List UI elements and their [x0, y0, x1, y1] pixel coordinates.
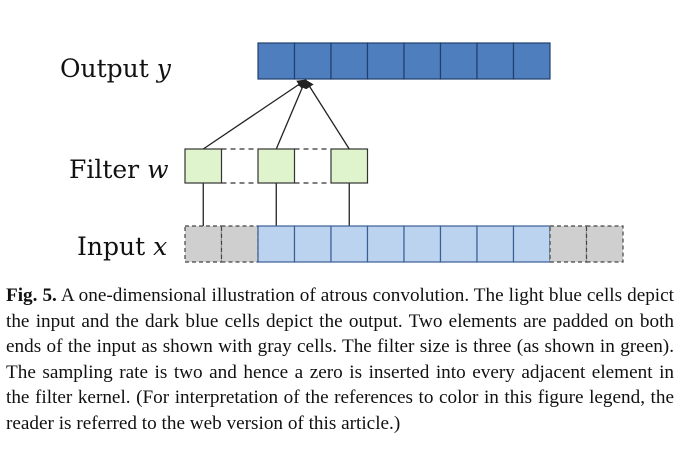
output-row — [257, 42, 551, 80]
filter-to-output-arrow — [202, 79, 307, 150]
input-pad-cell — [549, 225, 588, 263]
filter-tap-cell — [257, 148, 296, 184]
input-pad-cell — [184, 225, 223, 263]
caption-label: Fig. 5. — [6, 285, 57, 306]
output-cell — [476, 42, 515, 80]
filter-to-output-arrow — [304, 79, 350, 150]
output-cell — [512, 42, 551, 80]
input-label-word: Input — [77, 232, 145, 261]
filter-tap-cell — [330, 148, 369, 184]
output-cell — [366, 42, 405, 80]
input-cell — [293, 225, 332, 263]
output-cell — [439, 42, 478, 80]
output-label: Output y — [60, 54, 172, 83]
output-label-var: y — [156, 54, 172, 83]
output-cell — [257, 42, 296, 80]
filter-to-output-arrow — [275, 79, 307, 150]
input-cell — [403, 225, 442, 263]
input-pad-cell — [585, 225, 624, 263]
output-cell — [293, 42, 332, 80]
input-cell — [366, 225, 405, 263]
filter-label-word: Filter — [69, 155, 139, 184]
atrous-convolution-figure: Output y Filter w Input x — [60, 42, 624, 263]
filter-label: Filter w — [69, 155, 169, 184]
figure-caption: Fig. 5. A one-dimensional illustration o… — [6, 283, 674, 437]
filter-label-var: w — [147, 155, 168, 184]
input-cell — [512, 225, 551, 263]
output-cell — [403, 42, 442, 80]
connection-lines — [202, 79, 350, 226]
output-cell — [330, 42, 369, 80]
input-cell — [476, 225, 515, 263]
caption-text: A one-dimensional illustration of atrous… — [6, 285, 674, 434]
input-label-var: x — [153, 232, 167, 261]
filter-tap-cell — [184, 148, 223, 184]
input-label: Input x — [77, 232, 167, 261]
input-pad-cell — [220, 225, 259, 263]
input-row — [184, 225, 624, 263]
input-cell — [330, 225, 369, 263]
input-cell — [439, 225, 478, 263]
input-cell — [257, 225, 296, 263]
output-label-word: Output — [60, 54, 149, 83]
filter-row — [184, 148, 369, 184]
